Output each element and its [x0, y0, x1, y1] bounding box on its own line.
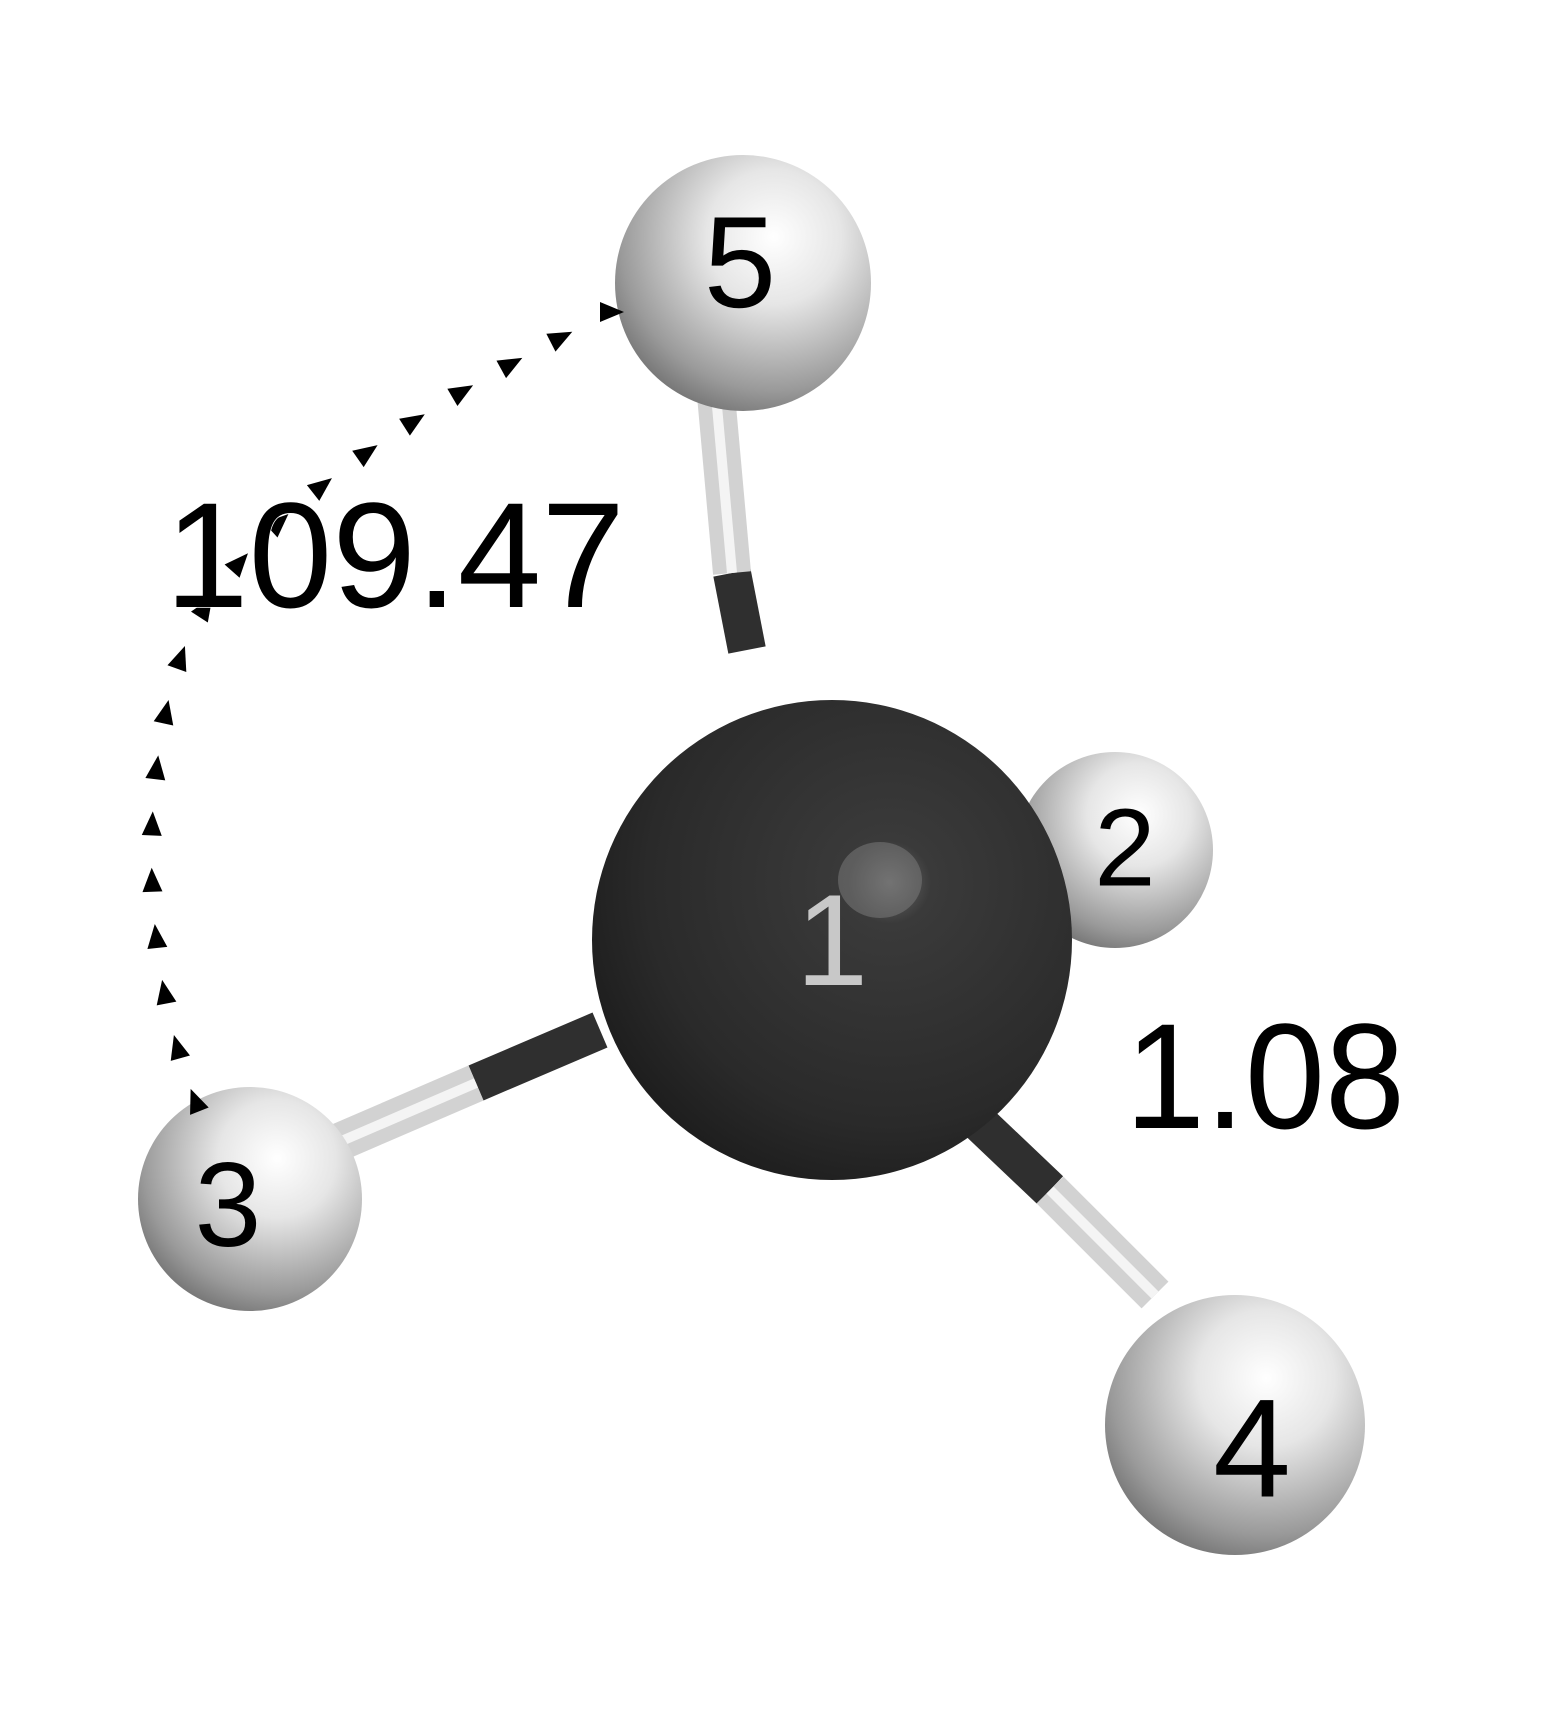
atom-3[interactable]: [138, 1087, 362, 1311]
arc-arrowhead: [145, 755, 166, 781]
arc-arrowhead: [156, 979, 177, 1006]
atom-5[interactable]: [615, 155, 871, 411]
bond-length-label: 1.08: [1125, 992, 1405, 1160]
arc-arrowhead: [191, 596, 213, 623]
atom-5-label: 5: [704, 189, 776, 335]
atom-2-label: 2: [1094, 787, 1155, 910]
atom-4[interactable]: [1105, 1295, 1365, 1555]
arc-arrowhead: [142, 867, 163, 893]
arc-arrowhead: [167, 646, 187, 673]
atom-3-sphere: [138, 1087, 362, 1311]
atom-4-label: 4: [1213, 1370, 1291, 1527]
arc-arrowhead: [224, 553, 248, 578]
arc-arrowhead: [600, 302, 624, 322]
bond-1-3: [322, 1012, 608, 1164]
angle-arc-arrows: [141, 302, 624, 1115]
arc-arrowhead: [190, 1088, 209, 1115]
atom-4-sphere: [1105, 1295, 1365, 1555]
atom-1-label: 1: [796, 867, 868, 1013]
arc-arrowhead: [147, 924, 168, 949]
arc-arrowhead: [546, 331, 573, 352]
arc-arrowhead: [352, 445, 378, 468]
atom-5-sphere: [615, 155, 871, 411]
arc-arrowhead: [263, 513, 289, 538]
arc-arrowhead: [141, 811, 162, 836]
atom-1-highlight: [838, 842, 922, 918]
arc-arrowhead: [306, 478, 332, 501]
angle-arc: [152, 312, 612, 1100]
arc-arrowhead: [399, 414, 425, 436]
angle-value-label: 109.47: [165, 471, 625, 639]
bond-1-5: [697, 393, 766, 654]
atom-1[interactable]: [592, 700, 1072, 1180]
arc-arrowhead: [153, 699, 174, 726]
arc-arrowhead: [496, 357, 523, 379]
atom-3-label: 3: [195, 1138, 262, 1272]
atom-1-sphere: [592, 700, 1072, 1180]
arc-arrowhead: [170, 1035, 190, 1061]
arc-arrowhead: [447, 385, 474, 407]
